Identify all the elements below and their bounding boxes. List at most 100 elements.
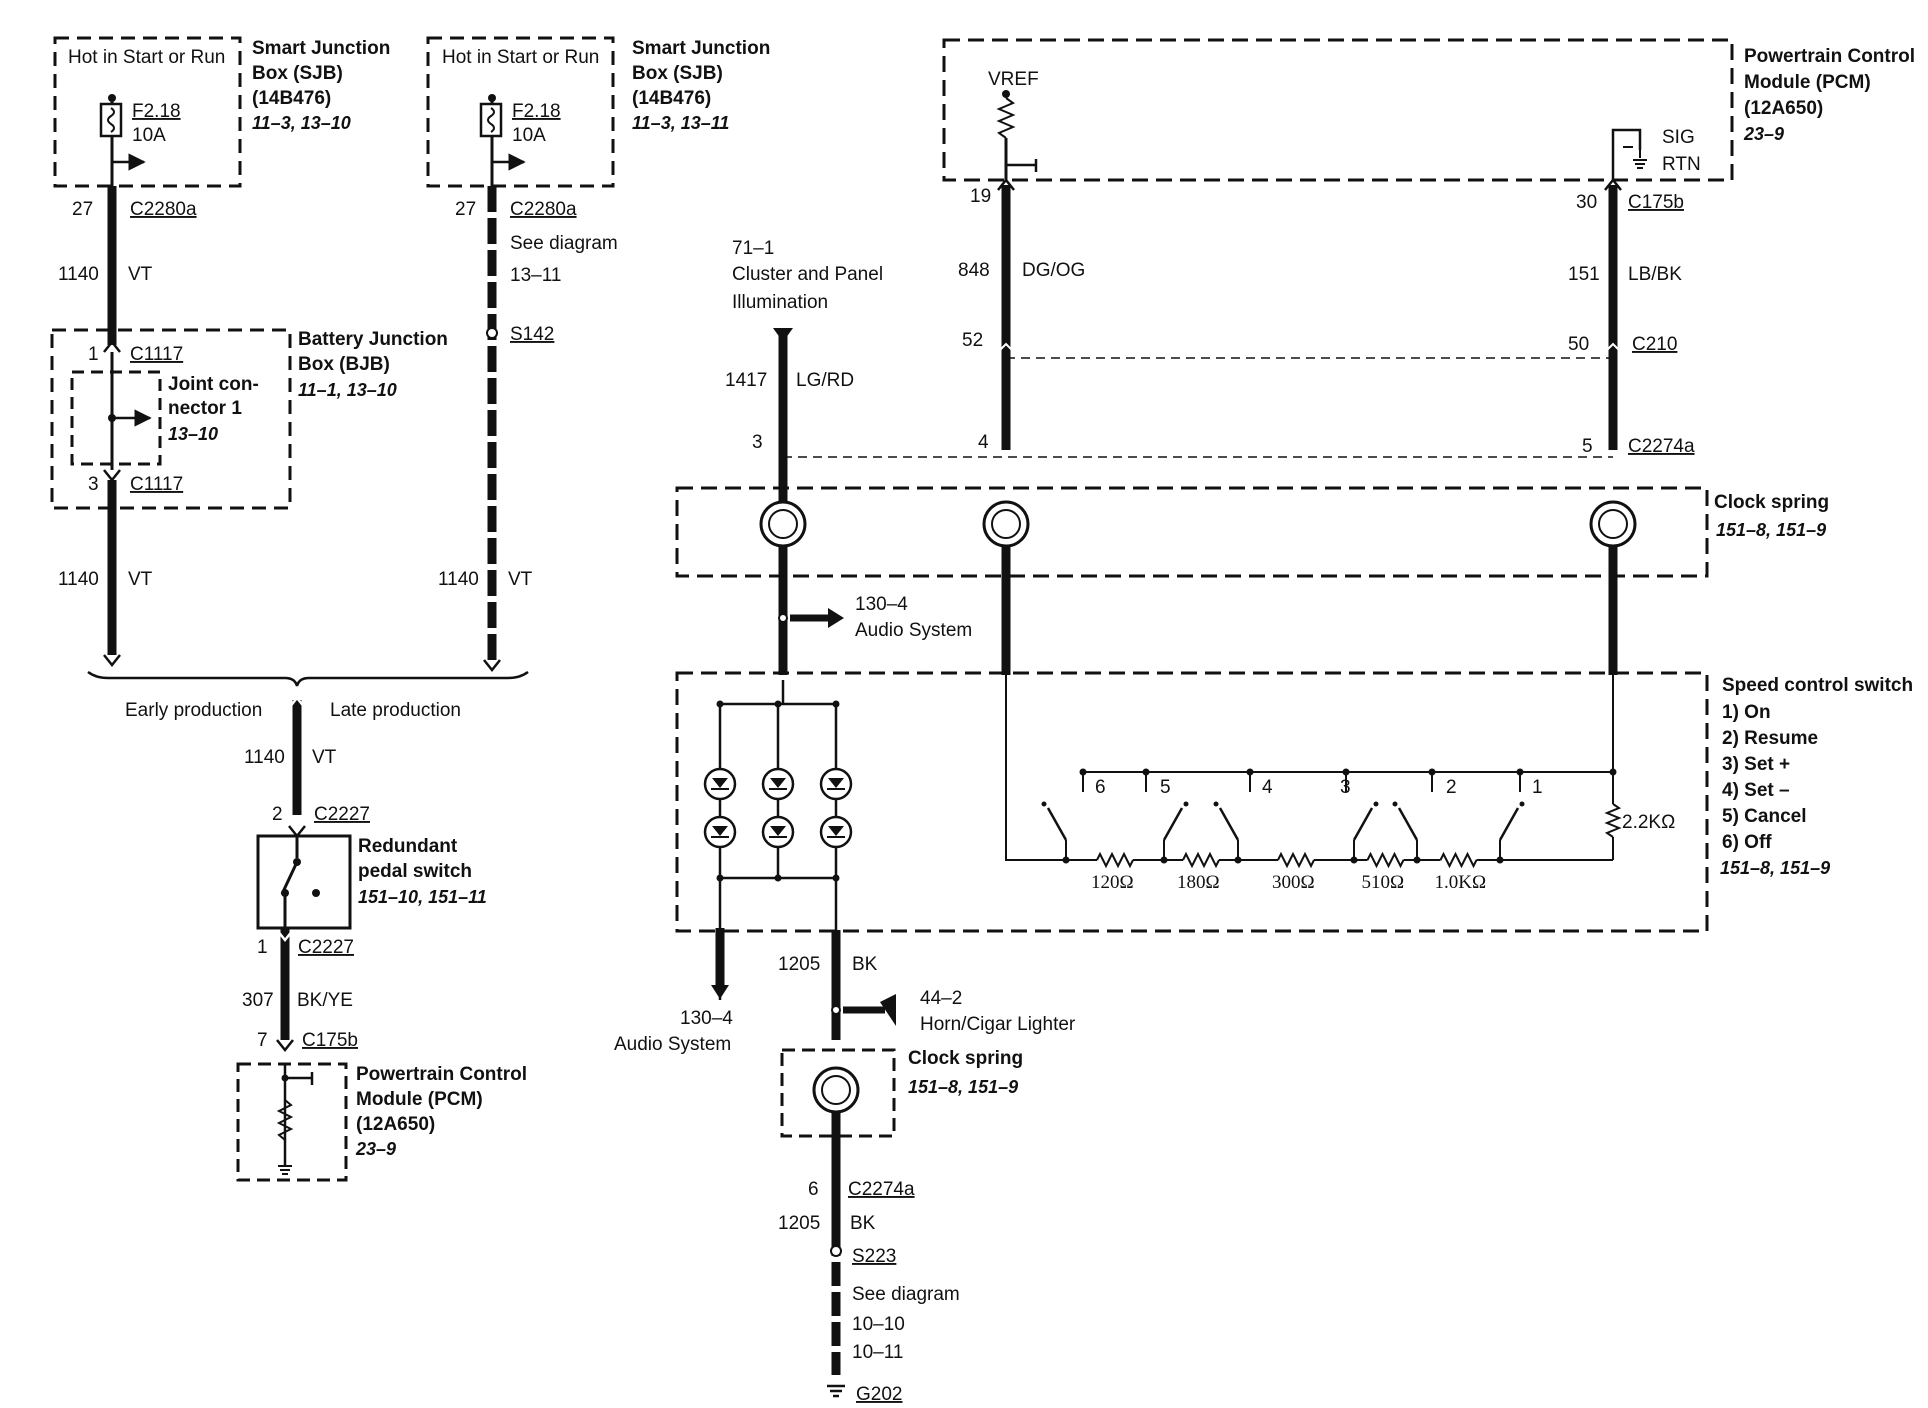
pcm-pin-7: 7 xyxy=(257,1030,268,1051)
rtn-label: RTN xyxy=(1662,154,1701,175)
bjb-conn-top: C1117 xyxy=(130,344,183,365)
prod-circuit-1140: 1140 xyxy=(244,747,285,768)
splice-s223-icon xyxy=(830,1245,842,1257)
rps-pin-1: 1 xyxy=(257,937,268,958)
redundant-pedal-switch: 2 C2227 Redundant pedal switch 151–10, 1… xyxy=(242,804,487,1053)
switch-label-5: 5 xyxy=(1160,777,1171,798)
bjb-pin-3: 3 xyxy=(88,474,99,495)
clock-spring-icon xyxy=(812,1066,860,1114)
late-production-label: Late production xyxy=(330,700,461,721)
color-lgrd: LG/RD xyxy=(796,370,854,391)
right-sjb-header: Hot in Start or Run xyxy=(442,47,599,68)
ground-wire-1205: 1205 BK 44–2 Horn/Cigar Lighter Clock sp… xyxy=(778,878,1076,1405)
circuit-848: 848 xyxy=(958,260,990,281)
right-circuit-1140: 1140 xyxy=(438,569,479,590)
right-sjb-title2: Box (SJB) xyxy=(632,63,723,84)
rps-refs: 151–10, 151–11 xyxy=(358,887,487,907)
rps-circuit-307: 307 xyxy=(242,990,274,1011)
audio-system-bottom: 130–4 Audio System xyxy=(614,878,733,1055)
scs-item-4: 4) Set – xyxy=(1722,780,1790,801)
pcm-b-refs: 23–9 xyxy=(355,1139,396,1159)
switch-ladder: 2.2KΩ xyxy=(1005,675,1675,861)
left-sjb-title1: Smart Junction xyxy=(252,38,390,59)
left-color-vt: VT xyxy=(128,264,153,285)
pcm-pin-19: 19 xyxy=(970,186,991,207)
joint-connector-1: Joint con- xyxy=(168,374,259,395)
rps-title1: Redundant xyxy=(358,836,458,857)
pcm-t-title2: Module (PCM) xyxy=(1744,72,1871,93)
switch-label-3: 3 xyxy=(1340,777,1351,798)
left-pin-27: 27 xyxy=(72,199,93,220)
wire-151: 151 LB/BK 50 C210 xyxy=(1568,177,1682,450)
right-sjb-wire: 27 C2280a See diagram 13–11 S142 1140 VT xyxy=(438,186,618,673)
scs-item-3: 3) Set + xyxy=(1722,754,1790,775)
color-lbbk: LB/BK xyxy=(1628,264,1682,285)
left-sjb-refs: 11–3, 13–10 xyxy=(252,113,351,133)
resistor-label-2: 300Ω xyxy=(1272,872,1315,893)
audio-bot-label: Audio System xyxy=(614,1034,731,1055)
c2274a-label: C2274a xyxy=(1628,436,1695,457)
pcm-t-title1: Powertrain Control xyxy=(1744,46,1915,67)
rps-pin-2: 2 xyxy=(272,804,283,825)
c2274a-bottom: C2274a xyxy=(848,1179,915,1200)
pcm-b-title3: (12A650) xyxy=(356,1114,435,1135)
splice-s142: S142 xyxy=(510,324,554,345)
right-sjb-title1: Smart Junction xyxy=(632,38,770,59)
see-ref-2: 10–11 xyxy=(852,1342,903,1363)
rps-conn-top: C2227 xyxy=(314,804,370,825)
pcm-top: VREF SIG RTN Powertrain Control Module (… xyxy=(942,38,1915,213)
bjb-refs: 11–1, 13–10 xyxy=(298,380,397,400)
scs-refs: 151–8, 151–9 xyxy=(1720,858,1830,878)
c210-pin-50: 50 xyxy=(1568,334,1589,355)
pcm-conn-c175b-top: C175b xyxy=(1628,192,1684,213)
led-icon xyxy=(703,815,737,849)
joint-connector-ref: 13–10 xyxy=(168,424,218,444)
scs-title: Speed control switch xyxy=(1722,675,1913,696)
battery-junction-box: 1 C1117 Joint con- nector 1 13–10 3 C111… xyxy=(50,328,448,510)
horn-label: Horn/Cigar Lighter xyxy=(920,1014,1076,1035)
led-icon xyxy=(761,815,795,849)
horn-ref: 44–2 xyxy=(920,988,962,1009)
c2274a-pin-5: 5 xyxy=(1582,436,1593,457)
left-conn-c2280a: C2280a xyxy=(130,199,197,220)
audio-top-label: Audio System xyxy=(855,620,972,641)
c2274a-connector: 3 4 5 C2274a xyxy=(752,432,1695,458)
left-fuse-rating: 10A xyxy=(132,125,166,146)
pcm-b-title1: Powertrain Control xyxy=(356,1064,527,1085)
color-bk-b: BK xyxy=(850,1213,876,1234)
see-diagram-bot: See diagram xyxy=(852,1284,960,1305)
pcm-t-title3: (12A650) xyxy=(1744,98,1823,119)
cluster-ref: 71–1 xyxy=(732,238,774,259)
speed-control-switch: Speed control switch 1) On 2) Resume 3) … xyxy=(675,671,1913,933)
cs-bot-refs: 151–8, 151–9 xyxy=(908,1077,1018,1097)
switch-label-2: 2 xyxy=(1446,777,1457,798)
led-icon xyxy=(819,815,853,849)
prod-color-vt: VT xyxy=(312,747,337,768)
r-2-2k: 2.2KΩ xyxy=(1622,812,1675,833)
circuit-1417: 1417 xyxy=(725,370,767,391)
splice-s223: S223 xyxy=(852,1246,896,1267)
led-icon xyxy=(819,767,853,801)
wire-848: 848 DG/OG 52 xyxy=(958,177,1085,450)
clock-spring-top: Clock spring 151–8, 151–9 xyxy=(675,486,1829,578)
led-icon xyxy=(703,767,737,801)
clock-spring-icon xyxy=(982,500,1030,548)
left-fuse-label: F2.18 xyxy=(132,101,181,122)
splice-s142-icon xyxy=(486,327,498,339)
pcm-conn-c175b: C175b xyxy=(302,1030,358,1051)
ground-icon xyxy=(827,1384,845,1398)
right-conn-c2280a: C2280a xyxy=(510,199,577,220)
led-array xyxy=(703,680,853,882)
bjb-conn-bot: C1117 xyxy=(130,474,183,495)
cs-top-refs: 151–8, 151–9 xyxy=(1716,520,1826,540)
resistor-label-4: 1.0KΩ xyxy=(1435,872,1487,893)
left-circuit-1140-b: 1140 xyxy=(58,569,99,590)
right-sjb: Hot in Start or Run F2.18 10A Smart Junc… xyxy=(426,36,770,188)
vref-label: VREF xyxy=(988,69,1039,90)
switch-label-6: 6 xyxy=(1095,777,1106,798)
switch-label-1: 1 xyxy=(1532,777,1543,798)
scs-item-6: 6) Off xyxy=(1722,832,1772,853)
c210-conn: C210 xyxy=(1632,334,1677,355)
color-dgog: DG/OG xyxy=(1022,260,1085,281)
